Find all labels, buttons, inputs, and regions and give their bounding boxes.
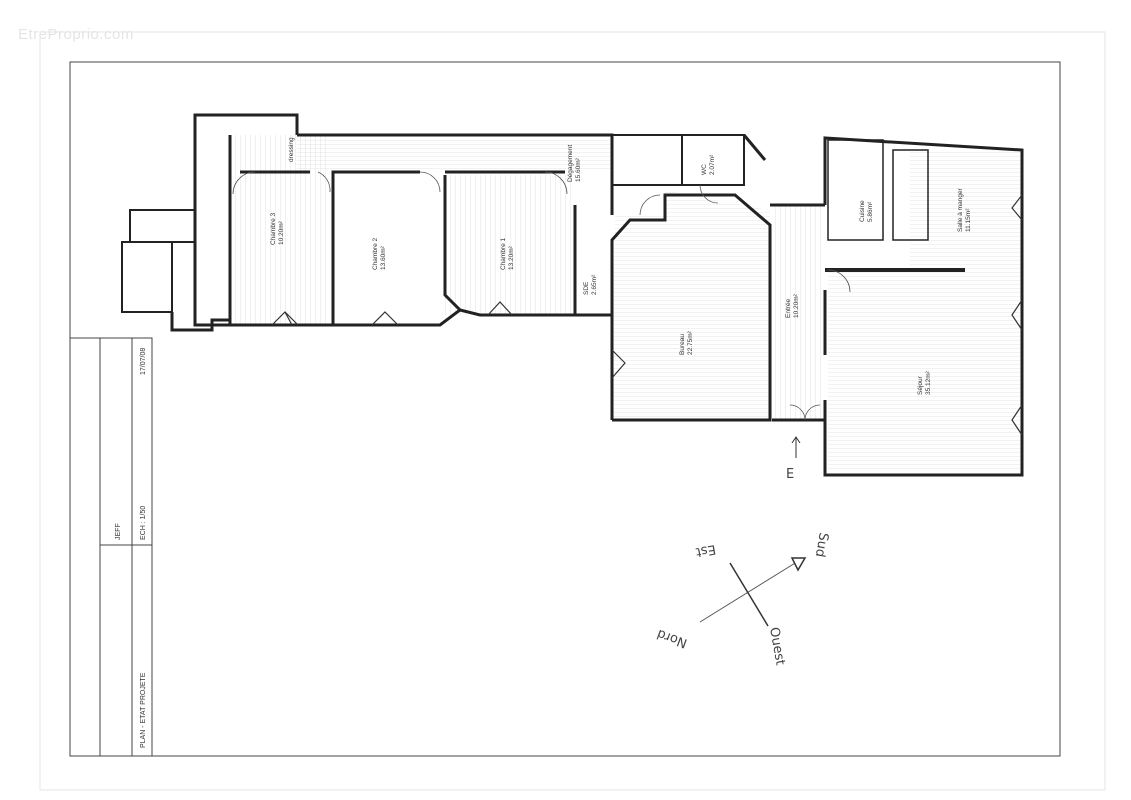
compass-south: Sud <box>812 531 831 558</box>
watermark: EtreProprio.com <box>18 26 134 43</box>
svg-text:WC: WC <box>701 164 708 175</box>
entrance-marker: E <box>786 436 801 482</box>
svg-text:Chambre 2: Chambre 2 <box>372 237 379 270</box>
compass-north: Nord <box>655 626 689 651</box>
svg-text:Cuisine: Cuisine <box>859 200 866 222</box>
svg-text:11.15m²: 11.15m² <box>965 208 972 232</box>
svg-text:2.65m²: 2.65m² <box>591 274 598 295</box>
room-dressing: dressing <box>288 137 295 162</box>
svg-text:13.60m²: 13.60m² <box>380 245 387 270</box>
title-block: PLAN - ETAT PROJETE JEFF ECH : 1/50 17/0… <box>69 337 153 757</box>
windows <box>271 194 1023 436</box>
compass: Sud Est Nord Ouest <box>655 531 831 666</box>
doors <box>232 171 851 421</box>
svg-text:5.86m²: 5.86m² <box>867 201 874 222</box>
svg-text:Entrée: Entrée <box>785 298 792 318</box>
svg-text:2.07m²: 2.07m² <box>709 154 716 175</box>
title-block-client: JEFF <box>115 523 122 540</box>
paper-border <box>39 31 1106 791</box>
compass-axis <box>699 559 801 623</box>
entrance-label: E <box>786 467 794 482</box>
compass-arrow-icon <box>790 557 807 572</box>
svg-text:dressing: dressing <box>288 137 295 162</box>
svg-text:22.75m²: 22.75m² <box>687 330 694 355</box>
svg-text:Bureau: Bureau <box>679 334 686 355</box>
title-block-date: 17/07/08 <box>140 348 147 375</box>
svg-text:Dégagement: Dégagement <box>567 145 574 182</box>
svg-text:35.12m²: 35.12m² <box>925 370 932 395</box>
svg-text:10.20m²: 10.20m² <box>793 293 800 318</box>
title-block-title: PLAN - ETAT PROJETE <box>140 672 147 748</box>
svg-text:13.20m²: 13.20m² <box>508 245 515 270</box>
svg-text:Salle à manger: Salle à manger <box>957 187 964 232</box>
compass-west: Ouest <box>766 626 787 666</box>
svg-text:Chambre 3: Chambre 3 <box>270 212 277 245</box>
svg-text:Chambre 1: Chambre 1 <box>500 237 507 270</box>
svg-text:Séjour: Séjour <box>917 375 924 395</box>
compass-east: Est <box>695 541 717 559</box>
title-block-scale: ECH : 1/50 <box>140 506 147 540</box>
svg-text:15.60m²: 15.60m² <box>575 157 582 182</box>
svg-text:SDE: SDE <box>583 281 590 295</box>
svg-text:10.20m²: 10.20m² <box>278 220 285 245</box>
